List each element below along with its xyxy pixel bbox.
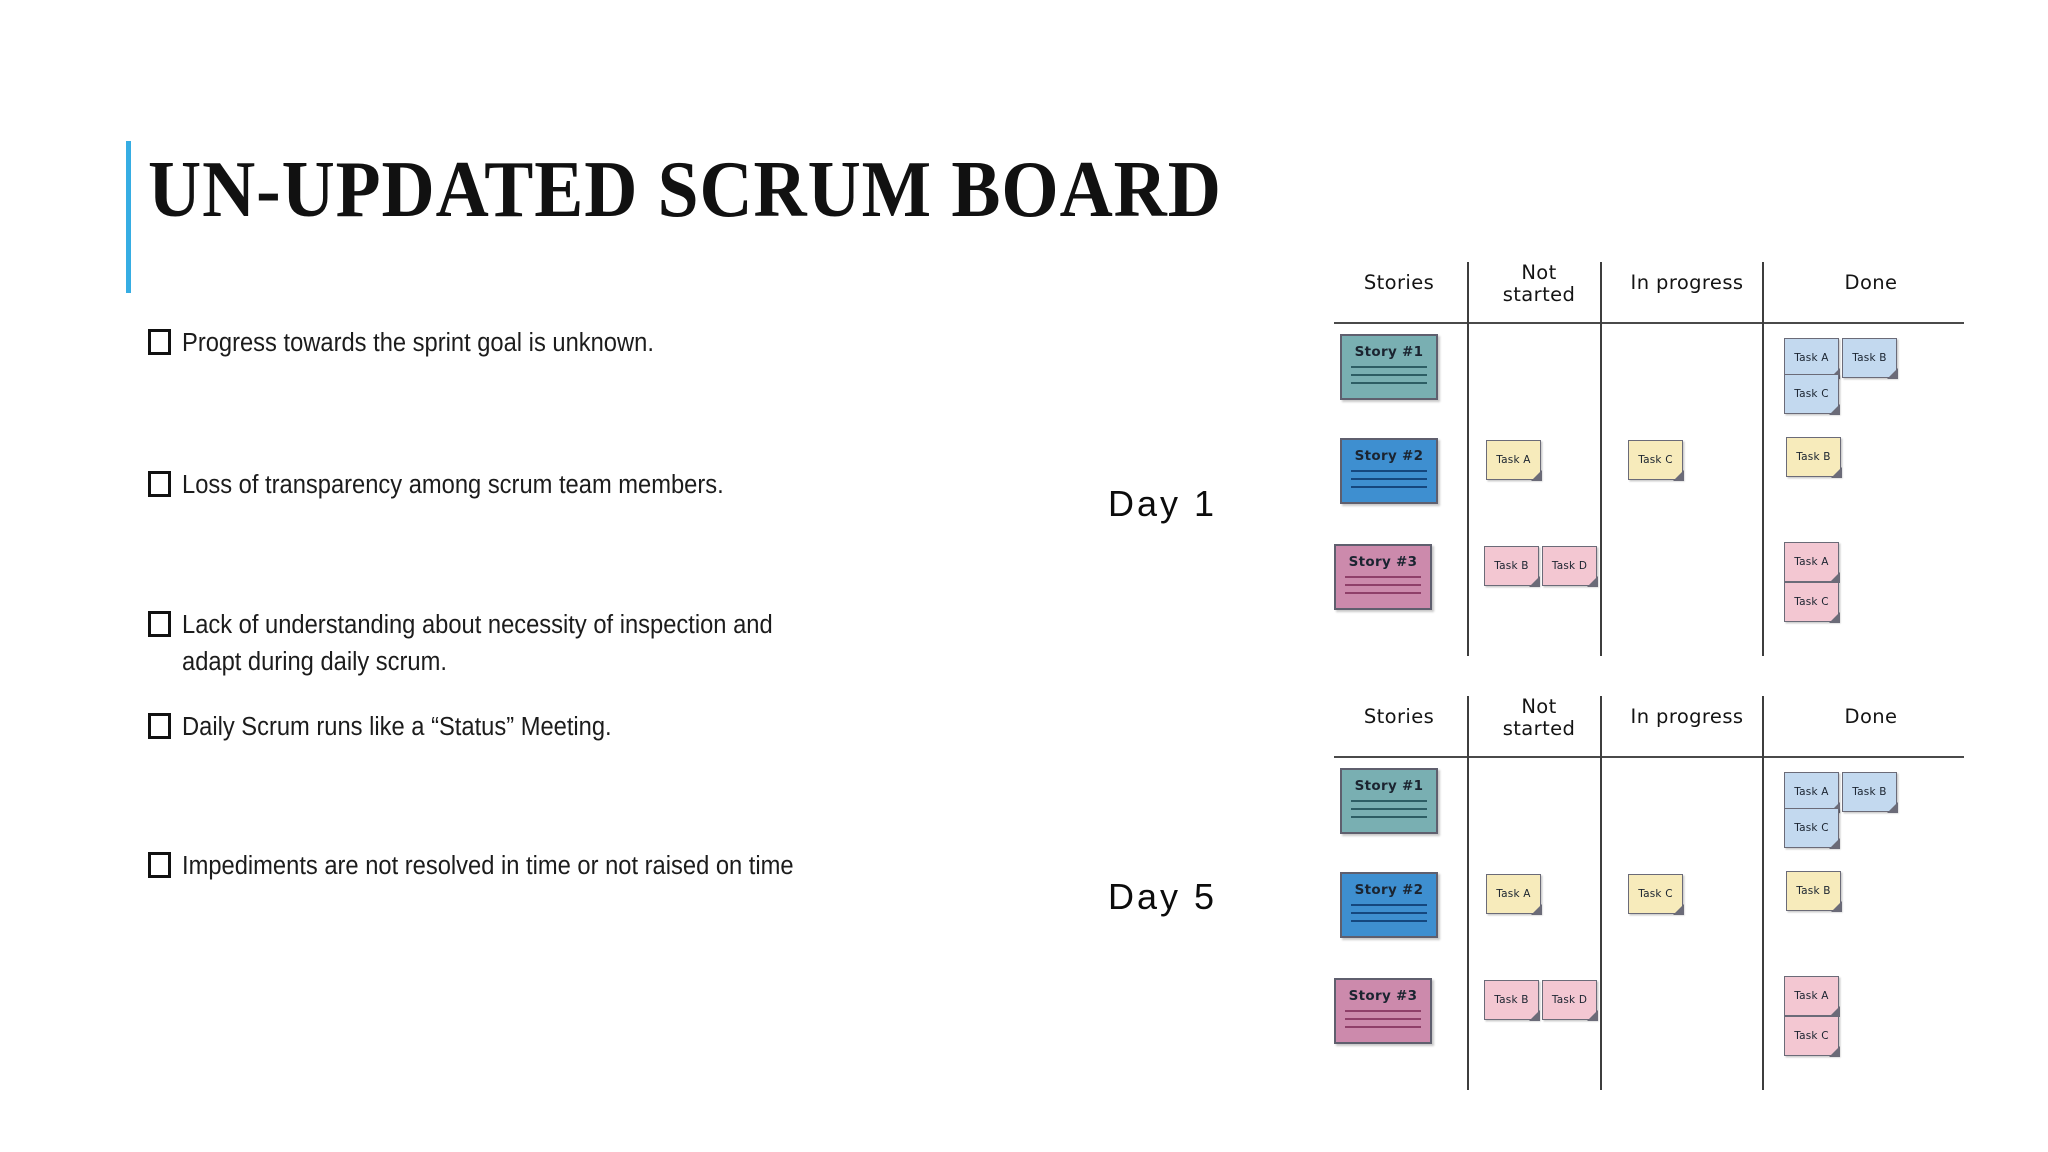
- title-accent-bar: [126, 141, 131, 293]
- story-card[interactable]: Story #3: [1334, 544, 1432, 610]
- column-header-not-started-line1: Not: [1521, 695, 1557, 718]
- checkbox-square-icon: [148, 470, 171, 497]
- story-card[interactable]: Story #1: [1340, 334, 1438, 400]
- list-item: Impediments are not resolved in time or …: [148, 848, 938, 885]
- column-divider: [1762, 696, 1764, 1090]
- scrum-board-day5: Stories Not started In progress Done Sto…: [1334, 692, 1992, 1092]
- story-rule-line: [1345, 576, 1421, 578]
- story-rule-line: [1351, 920, 1427, 922]
- checkbox-square-icon: [148, 712, 171, 739]
- column-header-in-progress: In progress: [1630, 705, 1744, 728]
- page-title: UN-UPDATED SCRUM BOARD: [148, 146, 1222, 234]
- column-divider: [1600, 696, 1602, 1090]
- story-title: Story #2: [1354, 882, 1424, 898]
- column-header-not-started-line2: started: [1502, 716, 1576, 740]
- task-note[interactable]: Task B: [1786, 437, 1842, 478]
- story-title: Story #3: [1348, 554, 1418, 570]
- task-note[interactable]: Task A: [1784, 976, 1840, 1017]
- story-rule-line: [1351, 478, 1427, 480]
- task-note[interactable]: Task C: [1628, 874, 1684, 915]
- column-divider: [1467, 696, 1469, 1090]
- column-header-not-started: Not started: [1480, 262, 1598, 306]
- board-body: Story #1 Story #2 Story #3 Task A Task B: [1334, 322, 1992, 658]
- bullet-text: Lack of understanding about necessity of…: [182, 610, 773, 676]
- task-note[interactable]: Task D: [1542, 980, 1598, 1021]
- checkbox-square-icon: [148, 610, 171, 637]
- column-header-not-started-line1: Not: [1521, 261, 1557, 284]
- list-item: Loss of transparency among scrum team me…: [148, 467, 938, 504]
- story-rule-line: [1351, 912, 1427, 914]
- bullet-text: Impediments are not resolved in time or …: [182, 851, 794, 880]
- story-rule-line: [1351, 816, 1427, 818]
- task-note[interactable]: Task B: [1786, 871, 1842, 912]
- story-card[interactable]: Story #3: [1334, 978, 1432, 1044]
- board-header-underline: [1334, 322, 1964, 324]
- column-header-in-progress: In progress: [1630, 271, 1744, 294]
- column-header-done: Done: [1844, 271, 1898, 294]
- task-note[interactable]: Task A: [1486, 440, 1542, 481]
- story-rule-line: [1351, 382, 1427, 384]
- task-note[interactable]: Task C: [1784, 808, 1840, 849]
- board-header-row: Stories Not started In progress Done: [1334, 692, 1992, 756]
- task-note[interactable]: Task A: [1784, 542, 1840, 583]
- story-card[interactable]: Story #2: [1340, 872, 1438, 938]
- story-rule-line: [1351, 374, 1427, 376]
- board-header-underline: [1334, 756, 1964, 758]
- task-note[interactable]: Task A: [1784, 338, 1840, 379]
- story-rule-line: [1345, 1010, 1421, 1012]
- list-item: Lack of understanding about necessity of…: [148, 607, 938, 681]
- bullet-text: Daily Scrum runs like a “Status” Meeting…: [182, 712, 612, 741]
- task-note[interactable]: Task C: [1784, 1016, 1840, 1057]
- scrum-board-day1: Stories Not started In progress Done Sto…: [1334, 258, 1992, 658]
- task-note[interactable]: Task A: [1784, 772, 1840, 813]
- checkbox-square-icon: [148, 851, 171, 878]
- task-note[interactable]: Task B: [1842, 338, 1898, 379]
- story-rule-line: [1351, 904, 1427, 906]
- column-divider: [1762, 262, 1764, 656]
- story-rule-line: [1351, 486, 1427, 488]
- story-card[interactable]: Story #1: [1340, 768, 1438, 834]
- checkbox-square-icon: [148, 329, 171, 355]
- board-body: Story #1 Story #2 Story #3 Task A Task B: [1334, 756, 1992, 1092]
- bullet-text: Progress towards the sprint goal is unkn…: [182, 329, 654, 357]
- task-note[interactable]: Task D: [1542, 546, 1598, 587]
- bullet-list: Progress towards the sprint goal is unkn…: [148, 325, 938, 885]
- list-item: Daily Scrum runs like a “Status” Meeting…: [148, 709, 938, 746]
- task-note[interactable]: Task C: [1784, 582, 1840, 623]
- story-title: Story #2: [1354, 448, 1424, 464]
- story-card[interactable]: Story #2: [1340, 438, 1438, 504]
- task-note[interactable]: Task A: [1486, 874, 1542, 915]
- day-label-1: Day 1: [1108, 483, 1218, 524]
- story-title: Story #1: [1354, 778, 1424, 794]
- story-rule-line: [1345, 592, 1421, 594]
- list-item: Progress towards the sprint goal is unkn…: [148, 325, 938, 362]
- column-divider: [1467, 262, 1469, 656]
- story-rule-line: [1351, 366, 1427, 368]
- column-header-stories: Stories: [1363, 271, 1435, 294]
- task-note[interactable]: Task B: [1842, 772, 1898, 813]
- story-rule-line: [1351, 800, 1427, 802]
- task-note[interactable]: Task B: [1484, 546, 1540, 587]
- board-header-row: Stories Not started In progress Done: [1334, 258, 1992, 322]
- story-rule-line: [1351, 808, 1427, 810]
- story-rule-line: [1345, 1026, 1421, 1028]
- day-label-5: Day 5: [1108, 876, 1218, 917]
- task-note[interactable]: Task B: [1484, 980, 1540, 1021]
- story-title: Story #1: [1354, 344, 1424, 360]
- column-header-not-started-line2: started: [1502, 282, 1576, 306]
- story-rule-line: [1351, 470, 1427, 472]
- task-note[interactable]: Task C: [1784, 374, 1840, 415]
- column-header-done: Done: [1844, 705, 1898, 728]
- column-divider: [1600, 262, 1602, 656]
- story-rule-line: [1345, 1018, 1421, 1020]
- column-header-not-started: Not started: [1480, 696, 1598, 740]
- column-header-stories: Stories: [1363, 705, 1435, 728]
- story-title: Story #3: [1348, 988, 1418, 1004]
- story-rule-line: [1345, 584, 1421, 586]
- task-note[interactable]: Task C: [1628, 440, 1684, 481]
- bullet-text: Loss of transparency among scrum team me…: [182, 470, 724, 499]
